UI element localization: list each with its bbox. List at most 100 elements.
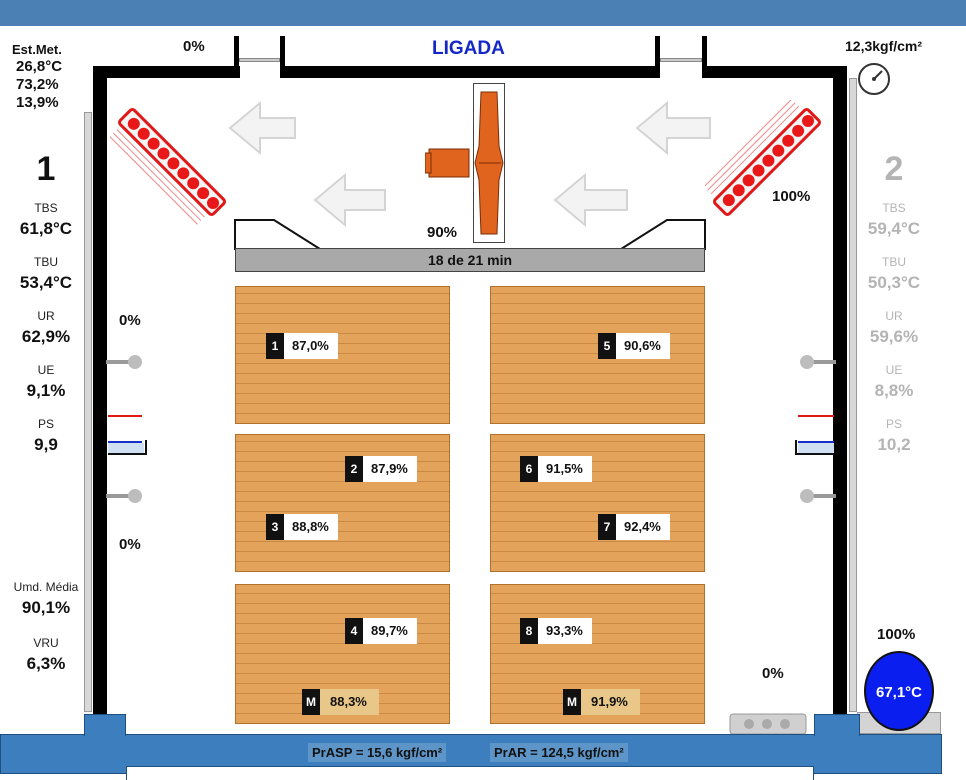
pipe-left	[84, 112, 92, 712]
sensor-id: 8	[520, 618, 538, 644]
side2-ps-value: 10,2	[877, 435, 911, 454]
sensor-id: 4	[345, 618, 363, 644]
side1-tbu-value: 53,4°C	[19, 273, 73, 292]
sensor-id: M	[563, 689, 581, 715]
side1-tbs-label: TBS	[34, 201, 58, 215]
pressure-gauge-icon[interactable]	[857, 62, 891, 101]
heater-right-percent: 100%	[772, 188, 811, 205]
humidifier-left-icon[interactable]	[106, 410, 152, 460]
lumber-stack-left	[235, 286, 450, 726]
side1-ur-label: UR	[37, 309, 55, 323]
side1-number: 1	[36, 150, 56, 188]
side2-tbu-value: 50,3°C	[867, 273, 921, 292]
title-bar	[0, 0, 966, 26]
sensor-id: M	[302, 689, 320, 715]
side1-panel: 1 TBS 61,8°C TBU 53,4°C UR 62,9% UE 9,1%…	[6, 150, 86, 455]
vent-right-wall-a	[655, 36, 660, 78]
vent-left-wall-a	[234, 36, 239, 78]
sensor-value: 89,7%	[363, 618, 417, 644]
sensor-value: 92,4%	[616, 514, 670, 540]
valve-left-upper-percent: 0%	[119, 312, 141, 329]
roof-center	[280, 66, 660, 78]
cycle-progress-bar: 18 de 21 min	[235, 248, 705, 272]
condensate-tray-icon[interactable]	[729, 713, 807, 735]
sensor-id: 7	[598, 514, 616, 540]
side2-tbu-label: TBU	[882, 255, 906, 269]
side2-tbs-label: TBS	[882, 201, 906, 215]
floor-channel	[126, 766, 814, 780]
sensor-value: 87,0%	[284, 333, 338, 359]
vru-label: VRU	[33, 636, 59, 650]
side1-ps-value: 9,9	[34, 435, 58, 454]
side2-ur-value: 59,6%	[869, 327, 919, 346]
fan-icon[interactable]	[425, 86, 505, 240]
fan-speed-percent: 90%	[427, 224, 458, 241]
status-text: LIGADA	[432, 38, 505, 59]
heater-right-icon[interactable]	[705, 100, 835, 230]
roof-left	[93, 66, 240, 78]
wall-right	[833, 66, 847, 716]
vru-value: 6,3%	[26, 654, 66, 673]
side1-ue-label: UE	[37, 363, 55, 377]
pallet-left-middle	[235, 434, 450, 572]
boiler-temperature-icon[interactable]: 67,1°C	[864, 651, 934, 731]
vent-damper-left[interactable]	[239, 58, 280, 62]
average-panel: Umd. Média 90,1% VRU 6,3%	[6, 580, 86, 674]
sensor-id: 5	[598, 333, 616, 359]
deflector-right	[619, 219, 706, 250]
weather-station-label: Est.Met.	[12, 42, 62, 57]
humidifier-right-icon[interactable]	[790, 410, 836, 460]
side2-ue-label: UE	[885, 363, 903, 377]
valve-left-upper-icon[interactable]	[106, 352, 144, 372]
boiler-level-percent: 100%	[877, 626, 916, 643]
valve-right-upper-icon[interactable]	[798, 352, 836, 372]
side2-ps-label: PS	[885, 417, 902, 431]
vent-right-wall-b	[702, 36, 707, 78]
side1-tbu-label: TBU	[34, 255, 58, 269]
side2-panel: 2 TBS 59,4°C TBU 50,3°C UR 59,6% UE 8,8%…	[854, 150, 934, 455]
side2-number: 2	[884, 150, 904, 188]
prar-pressure: PrAR = 124,5 kgf/cm²	[490, 743, 628, 762]
sensor-value: 88,8%	[284, 514, 338, 540]
vent-left-wall-b	[280, 36, 285, 78]
floor-step-left	[84, 714, 126, 736]
side1-ue-value: 9,1%	[26, 381, 66, 400]
wall-left	[93, 66, 107, 716]
heater-left-icon[interactable]	[110, 100, 240, 230]
side1-tbs-value: 61,8°C	[19, 219, 73, 238]
side1-ur-value: 62,9%	[21, 327, 71, 346]
weather-humidity: 73,2%	[16, 76, 59, 93]
umd-media-value: 90,1%	[21, 598, 71, 617]
weather-temperature: 26,8°C	[16, 58, 63, 75]
side1-ps-label: PS	[37, 417, 54, 431]
pallet-right-middle	[490, 434, 705, 572]
side2-tbs-value: 59,4°C	[867, 219, 921, 238]
sensor-id: 1	[266, 333, 284, 359]
umd-media-label: Umd. Média	[13, 580, 79, 594]
sensor-id: 6	[520, 456, 538, 482]
sensor-value: 90,6%	[616, 333, 670, 359]
vent-damper-right[interactable]	[660, 58, 702, 62]
sensor-value: 93,3%	[538, 618, 592, 644]
valve-left-lower-percent: 0%	[119, 536, 141, 553]
sensor-id: 3	[266, 514, 284, 540]
valve-left-lower-icon[interactable]	[106, 486, 144, 506]
side2-ue-value: 8,8%	[874, 381, 914, 400]
vent-left-percent: 0%	[183, 38, 205, 55]
lumber-stack-right	[490, 286, 705, 726]
floor-step-right	[814, 714, 860, 736]
sensor-value: 91,9%	[581, 689, 640, 715]
prasp-pressure: PrASP = 15,6 kgf/cm²	[308, 743, 447, 762]
valve-right-lower-icon[interactable]	[798, 486, 836, 506]
roof-right	[702, 66, 847, 78]
